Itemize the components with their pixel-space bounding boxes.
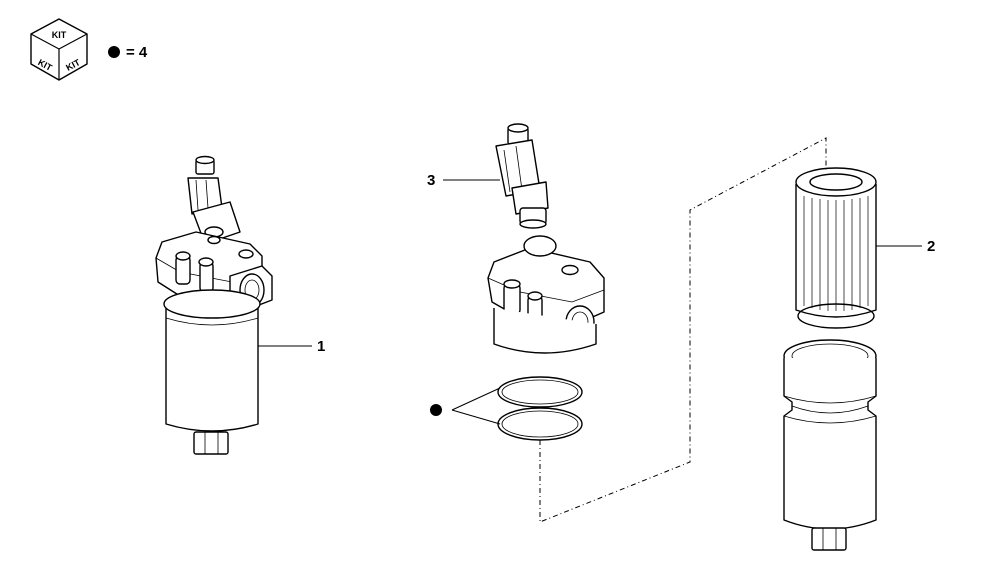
kit-quantity-text: = 4: [126, 44, 148, 61]
callout-3: 3: [427, 172, 435, 189]
callout-2: 2: [927, 238, 935, 255]
filter-head-assembly-3: [487, 123, 605, 441]
filter-assembly-1: [155, 155, 273, 455]
kit-item-bullet-icon: [430, 404, 442, 416]
leader-kit-upper: [451, 387, 501, 411]
alignment-dash-line: [539, 137, 827, 523]
o-ring-upper: [497, 376, 583, 408]
o-ring-lower: [497, 407, 583, 441]
kit-icon: KIT KIT KIT: [30, 18, 88, 81]
filter-element-assembly-2: [783, 167, 877, 551]
callout-1: 1: [317, 338, 325, 355]
leader-kit-lower: [451, 409, 501, 425]
kit-label-top: KIT: [52, 30, 67, 40]
kit-bullet-icon: [108, 46, 120, 58]
